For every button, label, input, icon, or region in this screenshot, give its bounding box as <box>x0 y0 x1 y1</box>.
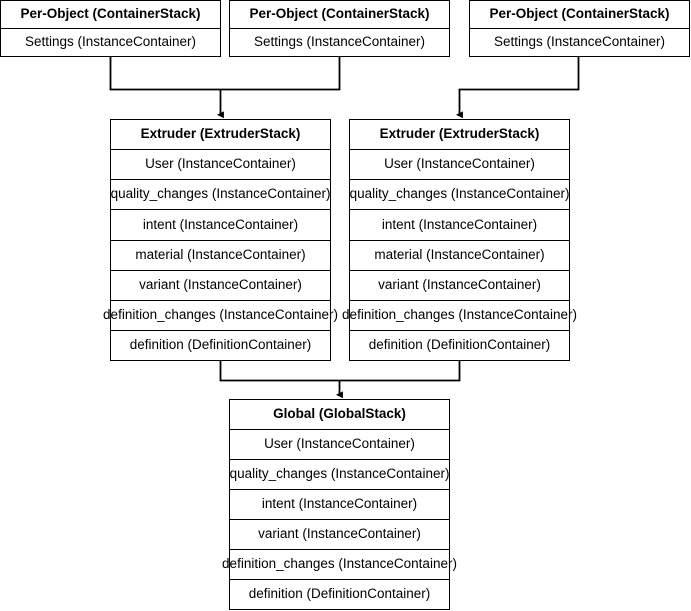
node-per-object-1[interactable]: Per-Object (ContainerStack) Settings (In… <box>0 0 221 57</box>
node-row-intent: intent (InstanceContainer) <box>230 489 449 519</box>
node-header: Extruder (ExtruderStack) <box>350 120 569 150</box>
edge-perobject3-to-extruder2 <box>455 57 580 119</box>
node-row-settings: Settings (InstanceContainer) <box>470 28 689 56</box>
node-row-variant: variant (InstanceContainer) <box>230 519 449 549</box>
node-row-definition-changes: definition_changes (InstanceContainer) <box>342 299 577 330</box>
node-row-settings: Settings (InstanceContainer) <box>1 28 220 56</box>
edge-perobject1-to-extruder1 <box>109 57 220 91</box>
node-row-quality-changes: quality_changes (InstanceContainer) <box>350 179 569 210</box>
node-header: Extruder (ExtruderStack) <box>111 120 330 150</box>
edge-extruder1-to-global <box>219 361 340 382</box>
node-row-material: material (InstanceContainer) <box>350 239 569 270</box>
node-row-definition: definition (DefinitionContainer) <box>111 329 330 360</box>
node-header: Global (GlobalStack) <box>230 400 449 429</box>
node-row-quality-changes: quality_changes (InstanceContainer) <box>230 459 449 489</box>
node-row-definition: definition (DefinitionContainer) <box>350 329 569 360</box>
node-row-quality-changes: quality_changes (InstanceContainer) <box>111 179 330 210</box>
node-row-intent: intent (InstanceContainer) <box>111 209 330 240</box>
node-row-definition: definition (DefinitionContainer) <box>230 579 449 609</box>
node-extruder-1[interactable]: Extruder (ExtruderStack) User (InstanceC… <box>103 119 338 361</box>
node-header: Per-Object (ContainerStack) <box>470 1 689 28</box>
node-row-variant: variant (InstanceContainer) <box>350 269 569 300</box>
edge-perobject2-to-extruder1 <box>220 57 341 91</box>
node-header: Per-Object (ContainerStack) <box>1 1 220 28</box>
node-row-definition-changes: definition_changes (InstanceContainer) <box>103 299 338 330</box>
node-extruder-2[interactable]: Extruder (ExtruderStack) User (InstanceC… <box>342 119 577 361</box>
node-row-material: material (InstanceContainer) <box>111 239 330 270</box>
node-per-object-3[interactable]: Per-Object (ContainerStack) Settings (In… <box>469 0 690 57</box>
edge-extruder2-to-global <box>339 361 461 382</box>
node-row-variant: variant (InstanceContainer) <box>111 269 330 300</box>
node-row-user: User (InstanceContainer) <box>350 149 569 180</box>
node-row-user: User (InstanceContainer) <box>230 429 449 459</box>
node-row-definition-changes: definition_changes (InstanceContainer) <box>222 549 457 579</box>
node-header: Per-Object (ContainerStack) <box>230 1 449 28</box>
node-row-intent: intent (InstanceContainer) <box>350 209 569 240</box>
node-global[interactable]: Global (GlobalStack) User (InstanceConta… <box>222 399 457 610</box>
node-row-settings: Settings (InstanceContainer) <box>230 28 449 56</box>
node-row-user: User (InstanceContainer) <box>111 149 330 180</box>
node-per-object-2[interactable]: Per-Object (ContainerStack) Settings (In… <box>229 0 450 57</box>
